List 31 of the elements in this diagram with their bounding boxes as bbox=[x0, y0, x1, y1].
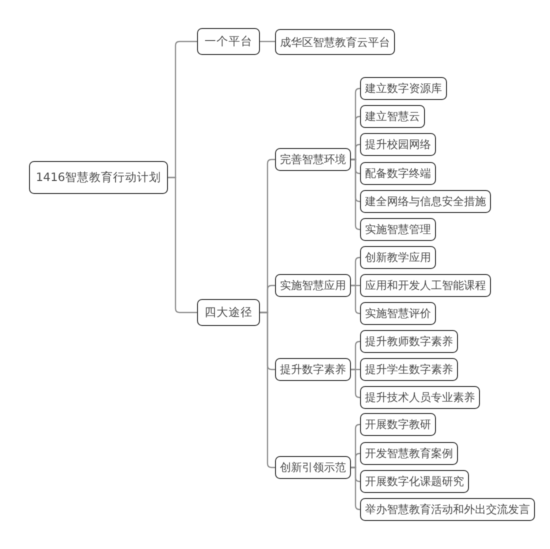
leaf-topic: 实施智慧管理 bbox=[360, 218, 436, 241]
leaf-topic: 建全网络与信息安全措施 bbox=[360, 190, 491, 213]
subtopic: 提升数字素养 bbox=[275, 358, 351, 381]
leaf-topic: 创新教学应用 bbox=[360, 246, 436, 269]
leaf-topic: 提升教师数字素养 bbox=[360, 330, 458, 353]
leaf-topic: 成华区智慧教育云平台 bbox=[275, 29, 395, 55]
leaf-topic: 配备数字终端 bbox=[360, 162, 436, 185]
leaf-topic: 提升校园网络 bbox=[360, 133, 436, 156]
leaf-topic: 举办智慧教育活动和外出交流发言 bbox=[360, 498, 535, 521]
leaf-topic: 开展数字化课题研究 bbox=[360, 470, 469, 493]
leaf-topic: 实施智慧评价 bbox=[360, 302, 436, 325]
leaf-topic: 提升学生数字素养 bbox=[360, 358, 458, 381]
connector-line bbox=[351, 158, 360, 230]
subtopic: 完善智慧环境 bbox=[275, 148, 351, 171]
leaf-topic: 应用和开发人工智能课程 bbox=[360, 274, 491, 297]
connector-line bbox=[260, 40, 275, 42]
leaf-topic: 建立数字资源库 bbox=[360, 77, 447, 100]
main-branch-topic: 一个平台 bbox=[197, 28, 260, 55]
connector-line bbox=[351, 284, 360, 314]
leaf-topic: 提升技术人员专业素养 bbox=[360, 386, 480, 409]
connector-line bbox=[260, 312, 275, 468]
subtopic: 创新引领示范 bbox=[275, 456, 351, 479]
connector-line bbox=[351, 368, 360, 398]
connector-line bbox=[351, 466, 360, 510]
leaf-topic: 开展数字教研 bbox=[360, 413, 436, 436]
central-topic: 1416智慧教育行动计划 bbox=[29, 161, 168, 194]
connector-line bbox=[168, 176, 197, 314]
subtopic: 实施智慧应用 bbox=[275, 274, 351, 297]
main-branch-topic: 四大途径 bbox=[197, 299, 260, 326]
leaf-topic: 建立智慧云 bbox=[360, 105, 425, 128]
leaf-topic: 开发智慧教育案例 bbox=[360, 442, 458, 465]
